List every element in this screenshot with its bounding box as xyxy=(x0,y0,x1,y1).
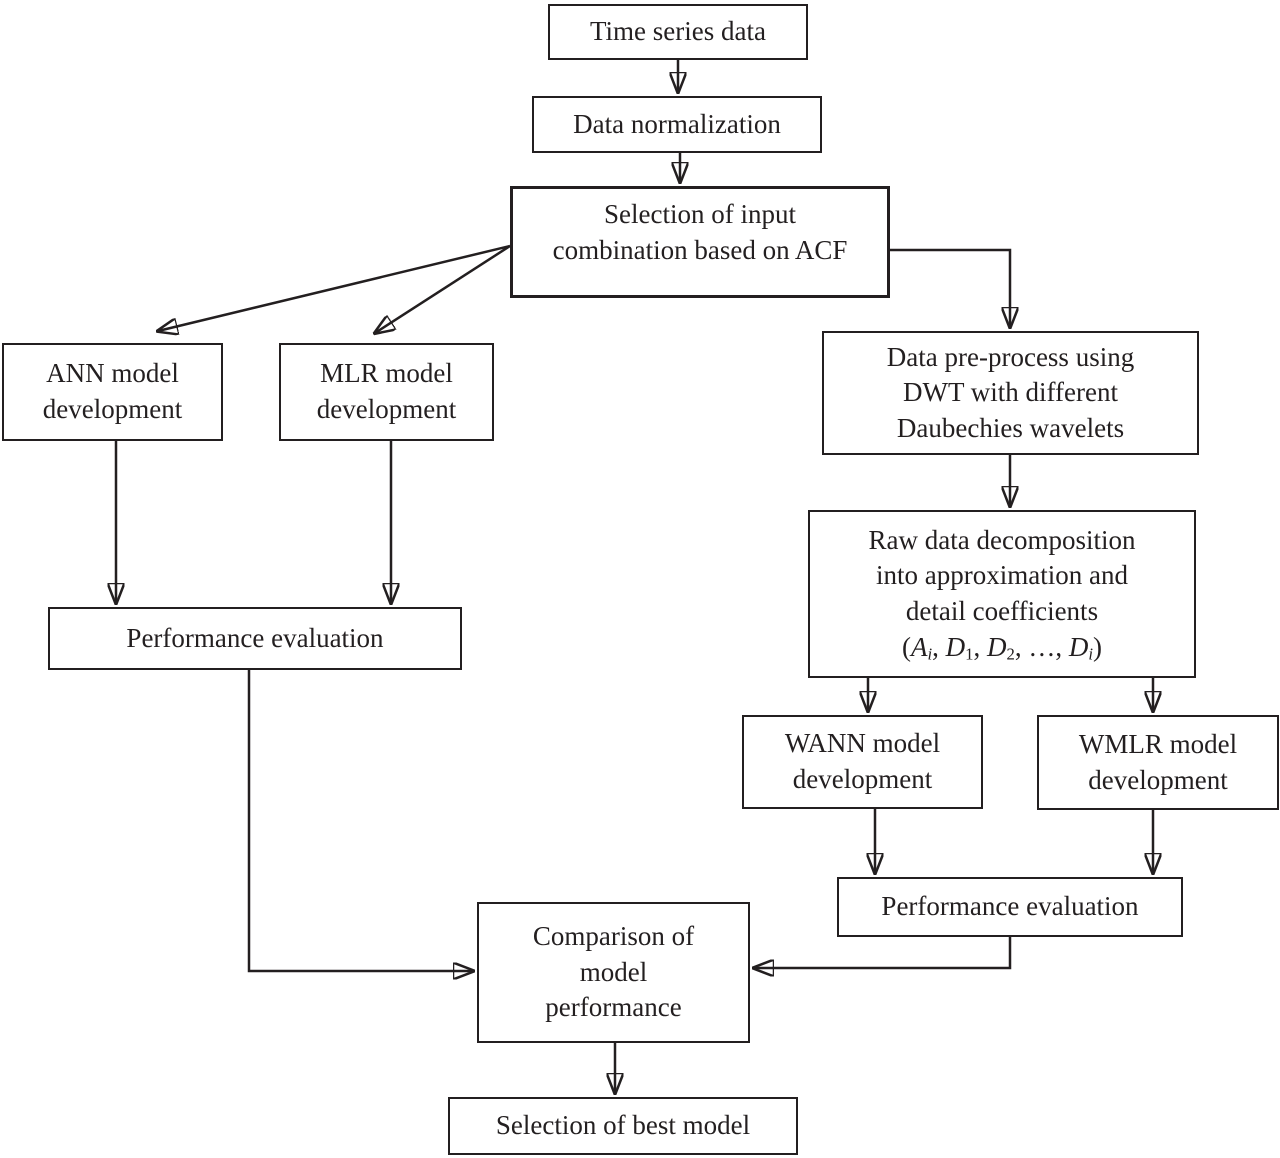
arrow-selection-to-ann xyxy=(158,244,511,331)
node-label-line: MLR model xyxy=(320,358,453,389)
node-label-line: WMLR model xyxy=(1078,728,1238,759)
node-label-line: Daubechies wavelets xyxy=(896,412,1125,443)
node-wann-model-development: WANN model development xyxy=(742,715,983,809)
node-performance-evaluation-left: Performance evaluation xyxy=(48,607,462,670)
node-label-line: Selection of input xyxy=(604,199,796,230)
arrow-performance-right-to-comparison xyxy=(754,937,1012,968)
node-label-line: performance xyxy=(545,992,682,1023)
node-label-line: WANN model xyxy=(784,728,941,759)
node-label-line: model xyxy=(579,956,648,987)
node-label-line: Data pre-process using xyxy=(886,341,1135,372)
node-label-line: Performance evaluation xyxy=(881,891,1139,922)
node-ann-model-development: ANN model development xyxy=(2,343,223,441)
node-label-line: Time series data xyxy=(590,16,766,47)
arrow-selection-to-dwt xyxy=(890,248,1010,327)
node-label-line: Selection of best model xyxy=(495,1110,751,1141)
node-raw-data-decomposition: Raw data decomposition into approximatio… xyxy=(808,510,1196,678)
node-label-line: Raw data decomposition xyxy=(868,524,1136,555)
node-label-line: detail coefficients xyxy=(905,595,1099,626)
node-wmlr-model-development: WMLR model development xyxy=(1037,715,1279,810)
node-label-line: into approximation and xyxy=(876,560,1128,591)
node-label-line: Comparison of xyxy=(532,921,695,952)
node-label-line: development xyxy=(792,764,933,794)
node-label-line: Data normalization xyxy=(573,108,781,139)
node-label-line: development xyxy=(42,394,183,424)
arrow-performance-left-to-comparison xyxy=(247,670,473,971)
node-mlr-model-development: MLR model development xyxy=(279,343,494,441)
node-time-series-data: Time series data xyxy=(548,4,808,60)
node-selection-input-combination-acf: Selection of input combination based on … xyxy=(510,186,890,298)
node-label-math-coefficients: (Ai, D1, D2, …, Di) xyxy=(901,631,1103,664)
node-performance-evaluation-right: Performance evaluation xyxy=(837,877,1183,937)
node-label-line: combination based on ACF xyxy=(552,235,848,265)
node-label-line: development xyxy=(316,394,457,424)
node-label-line: ANN model xyxy=(46,358,179,389)
node-label-line: DWT with different xyxy=(903,377,1118,408)
node-data-preprocess-dwt: Data pre-process using DWT with differen… xyxy=(822,331,1199,455)
node-comparison-model-performance: Comparison of model performance xyxy=(477,902,750,1043)
node-label-line: Performance evaluation xyxy=(126,622,384,653)
node-selection-best-model: Selection of best model xyxy=(448,1097,798,1155)
node-label-line: development xyxy=(1088,764,1228,795)
node-data-normalization: Data normalization xyxy=(532,96,822,153)
arrow-selection-to-mlr xyxy=(375,244,511,333)
